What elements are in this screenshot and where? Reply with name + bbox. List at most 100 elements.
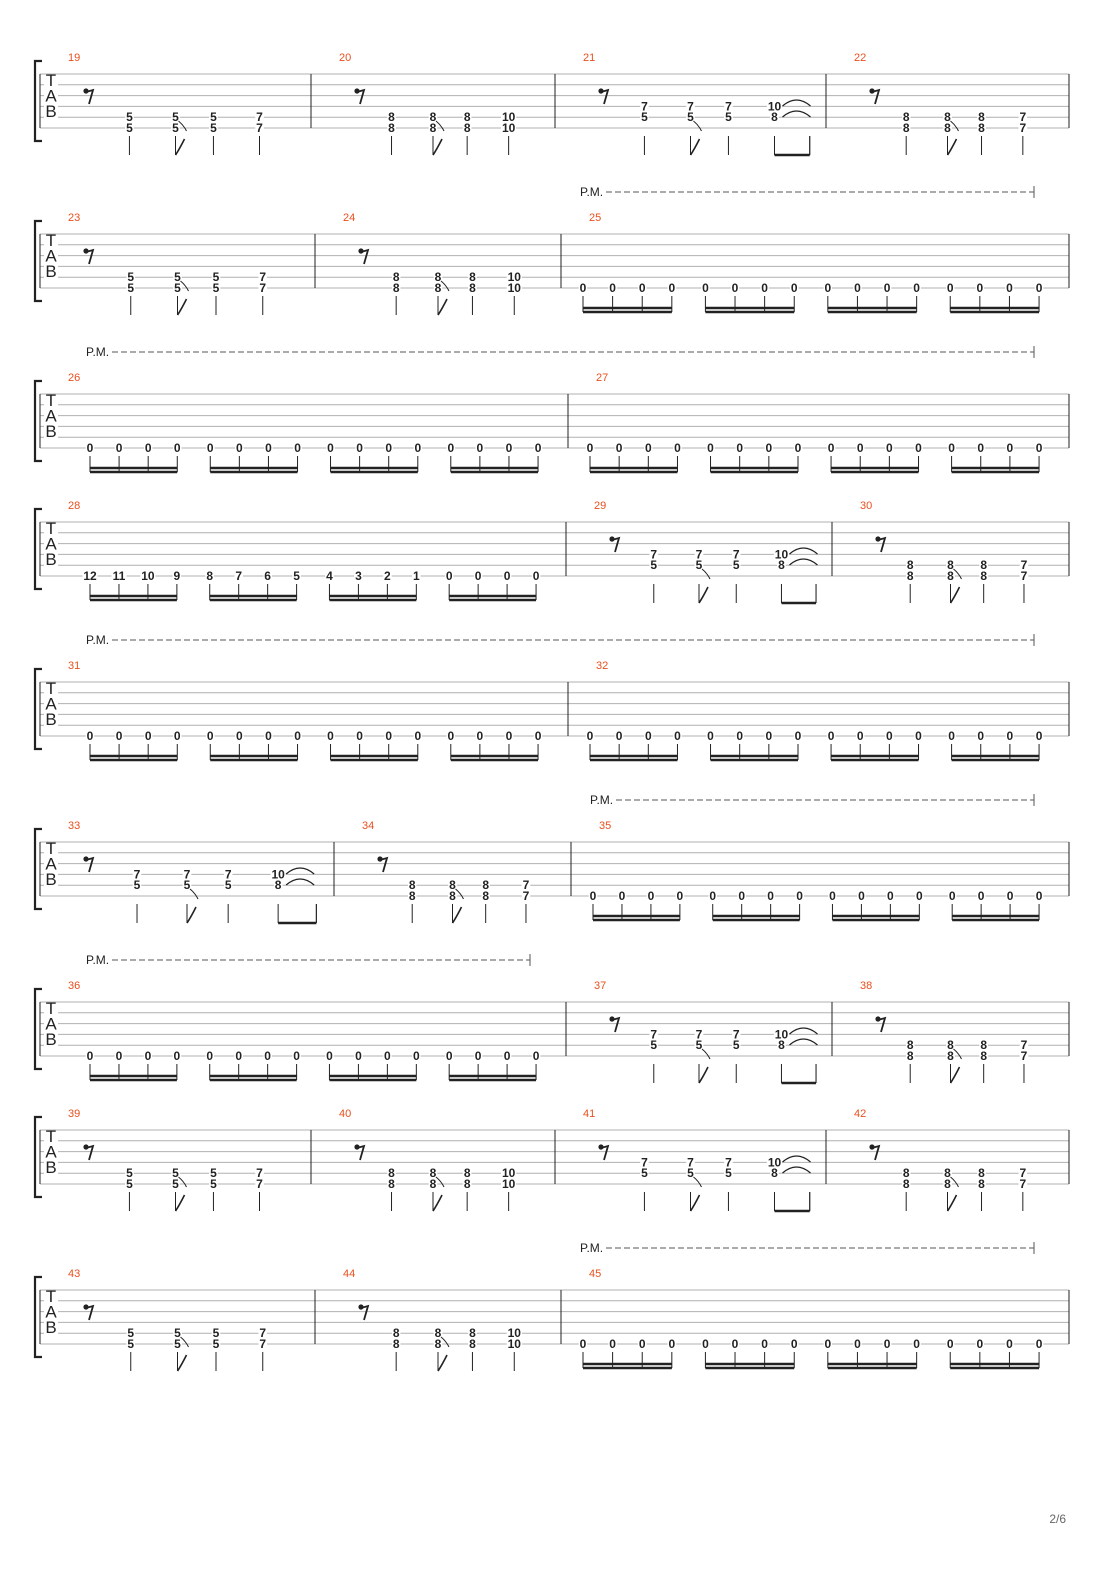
fret-bg (773, 548, 790, 560)
clef-bg (44, 523, 58, 575)
fret-number: 0 (475, 569, 482, 583)
fret-bg (234, 1050, 243, 1061)
fret-number: 0 (580, 281, 587, 295)
fret-bg (905, 1050, 915, 1061)
fret-bg (506, 271, 522, 283)
fret-bg (446, 442, 456, 453)
fret-bg (502, 1050, 512, 1061)
fret-bg (433, 271, 443, 283)
fret-number: 0 (913, 1337, 920, 1351)
note-flag (946, 1194, 958, 1212)
fret-number: 0 (707, 729, 714, 743)
fret-number: 0 (587, 729, 594, 743)
fret-bg (730, 282, 740, 293)
fret-bg (905, 559, 915, 571)
fret-bg (387, 1167, 396, 1179)
note-flag (174, 1194, 186, 1212)
fret-bg (947, 442, 956, 453)
fret-bg (885, 730, 894, 741)
rest-stem (871, 88, 881, 105)
measure-number: 42 (854, 1108, 866, 1120)
fret-number: 0 (791, 1337, 798, 1351)
fret-bg (468, 1338, 477, 1349)
rest-stem (85, 1144, 95, 1161)
fret-number: 0 (858, 889, 865, 903)
measure-number: 28 (68, 500, 80, 512)
measure-number: 41 (583, 1108, 595, 1120)
fret-number: 0 (1006, 1337, 1013, 1351)
eighth-rest-icon (377, 856, 389, 873)
tab-clef-letter: B (45, 710, 56, 729)
fret-number: 0 (668, 1337, 675, 1351)
tab-clef-letter: A (45, 247, 57, 266)
fret-bg (731, 548, 741, 560)
fret-number: 5 (213, 1337, 220, 1351)
fret-bg (708, 890, 718, 901)
clef-bg (44, 1131, 58, 1183)
tab-clef-letter: A (45, 695, 57, 714)
fret-bg (947, 890, 957, 901)
fret-bg (82, 570, 98, 581)
fret-number: 8 (482, 878, 489, 892)
rest-stem (85, 88, 95, 105)
fret-number: 8 (464, 110, 471, 124)
fret-number: 0 (765, 729, 772, 743)
fret-bg (264, 730, 273, 741)
fret-bg (391, 271, 401, 283)
note-flag (689, 138, 701, 156)
fret-bg (258, 282, 268, 293)
slur-mark (189, 888, 199, 900)
fret-number: 0 (791, 281, 798, 295)
fret-number: 0 (87, 1049, 94, 1063)
fret-number: 0 (645, 441, 652, 455)
fret-bg (171, 111, 180, 123)
fret-bg (649, 1039, 659, 1051)
system-bracket (33, 59, 42, 143)
eighth-rest-icon (869, 88, 881, 105)
eighth-rest-icon (875, 536, 887, 553)
fret-number: 7 (259, 1326, 266, 1340)
fret-bg (292, 570, 301, 581)
fret-bg (173, 1327, 182, 1339)
measure-number: 44 (343, 1268, 355, 1280)
rest-stem (356, 88, 366, 105)
fret-number: 8 (944, 1177, 951, 1191)
fret-number: 0 (446, 1049, 453, 1063)
fret-number: 0 (915, 441, 922, 455)
rest-stem (379, 856, 389, 873)
fret-number: 0 (504, 1049, 511, 1063)
fret-bg (947, 730, 956, 741)
rest-stem (611, 1016, 621, 1033)
fret-number: 8 (903, 1177, 910, 1191)
fret-number: 8 (449, 878, 456, 892)
fret-number: 8 (469, 281, 476, 295)
fret-number: 7 (1019, 121, 1026, 135)
note-flag (432, 1194, 443, 1212)
rest-stem (85, 856, 95, 873)
fret-number: 0 (886, 729, 893, 743)
note-flag (437, 1354, 448, 1372)
fret-number: 0 (949, 889, 956, 903)
measure-number: 34 (362, 820, 374, 832)
fret-number: 0 (293, 1049, 300, 1063)
fret-bg (915, 890, 924, 901)
tab-clef-letter: A (45, 855, 57, 874)
fret-bg (1034, 1338, 1044, 1349)
eighth-rest-icon (869, 1144, 881, 1161)
system-bracket (33, 219, 42, 303)
fret-bg (428, 111, 438, 123)
fret-number: 5 (650, 558, 657, 572)
system-bracket (33, 667, 42, 751)
fret-number: 7 (650, 547, 657, 561)
fret-bg (501, 1167, 517, 1179)
fret-number: 5 (733, 1038, 740, 1052)
palm-mute-label: P.M. (580, 1241, 603, 1255)
eighth-rest-icon (358, 248, 370, 265)
fret-bg (1019, 570, 1029, 581)
fret-bg (673, 730, 682, 741)
eighth-rest-icon (83, 856, 95, 873)
fret-bg (125, 122, 134, 133)
